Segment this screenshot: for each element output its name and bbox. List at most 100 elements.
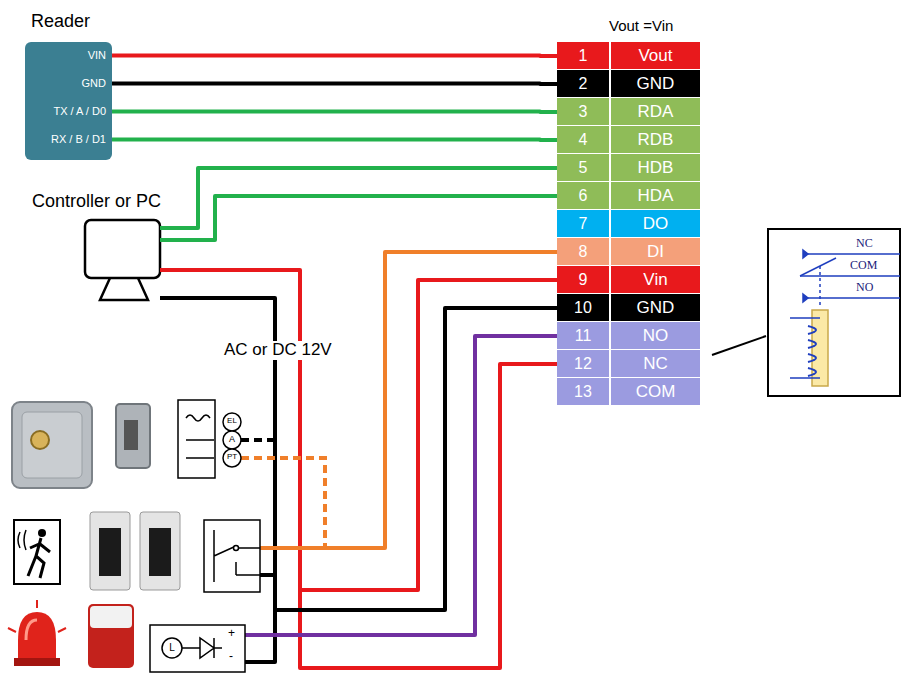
monitor-icon <box>100 278 148 300</box>
terminal-number: 6 <box>557 182 611 210</box>
electric-lock <box>31 431 49 449</box>
terminal-number: 7 <box>557 210 611 238</box>
pir-contact-box <box>234 546 239 551</box>
block-note: Vout =Vin <box>609 18 673 33</box>
pir-contact-box <box>204 520 260 592</box>
terminal-row: 12NC <box>557 350 700 378</box>
power-note: AC or DC 12V <box>222 341 334 360</box>
terminal-row: 9Vin <box>557 266 700 294</box>
terminal-row: 10GND <box>557 294 700 322</box>
pin-name: VIN <box>88 50 106 61</box>
lock-terminal-plate <box>186 440 214 458</box>
relay-callout <box>712 229 900 396</box>
pin-name: RX / B / D1 <box>51 134 106 145</box>
relay-symbol <box>800 258 836 276</box>
power-wires <box>160 252 557 668</box>
terminal-row: 7DO <box>557 210 700 238</box>
pin-name: GND <box>82 78 106 89</box>
lock-terminal-plate <box>178 400 215 478</box>
electric-lock <box>116 404 150 468</box>
siren-terminal-box <box>150 625 245 672</box>
strobe-siren <box>18 612 56 660</box>
signal-wire <box>112 138 557 143</box>
pir-sensors <box>149 528 171 576</box>
terminal-name: GND <box>611 294 700 322</box>
siren-terminal-box <box>162 638 182 658</box>
contact-name: NO <box>856 281 873 294</box>
terminal-name: Vin <box>611 266 700 294</box>
terminal-row: 11NO <box>557 322 700 350</box>
controller-wire-stubs <box>160 238 182 242</box>
relay-callout <box>712 336 766 355</box>
relay-symbol <box>808 326 816 376</box>
terminal-row: 1Vout <box>557 42 700 70</box>
pir-sensors <box>14 520 60 584</box>
terminal-name: HDA <box>611 182 700 210</box>
terminal-number: 10 <box>557 294 611 322</box>
terminal-name: NO <box>611 322 700 350</box>
lock-terminal-plate <box>186 415 210 421</box>
controller-pc: Controller or PC <box>30 188 180 303</box>
siren-terminal-box <box>150 625 245 672</box>
device-label: Controller or PC <box>32 192 161 210</box>
contact-name: NC <box>856 237 873 250</box>
terminal-number: 4 <box>557 126 611 154</box>
terminal-row: 3RDA <box>557 98 700 126</box>
strobe-siren <box>14 658 60 666</box>
terminal-name: DI <box>611 238 700 266</box>
strobe-siren <box>8 600 66 632</box>
power-wires <box>160 270 557 668</box>
power-wires <box>260 252 557 548</box>
strobe-siren <box>88 604 134 668</box>
terminal-name: DO <box>611 210 700 238</box>
terminal-number: 3 <box>557 98 611 126</box>
signal-wire <box>112 54 557 59</box>
relay-symbol <box>790 318 820 378</box>
polarity-mark: + <box>228 627 235 640</box>
module-title: Reader <box>31 12 90 30</box>
relay-symbol <box>803 250 808 302</box>
terminal-name: RDA <box>611 98 700 126</box>
siren-terminal-box <box>182 638 222 658</box>
strobe-siren <box>26 620 37 640</box>
terminal-number: 9 <box>557 266 611 294</box>
terminal-number: 5 <box>557 154 611 182</box>
electric-lock <box>12 402 92 488</box>
electric-lock <box>12 402 150 488</box>
strobe-siren <box>8 600 134 668</box>
terminal-number: 1 <box>557 42 611 70</box>
relay-symbol <box>790 250 900 386</box>
signal-wire <box>112 82 557 87</box>
terminal-row: 5HDB <box>557 154 700 182</box>
electric-lock <box>124 420 138 450</box>
reader-module: ReaderVINGNDTX / A / D0RX / B / D1 <box>25 42 112 160</box>
terminal-number: 2 <box>557 70 611 98</box>
relay-symbol <box>819 266 821 308</box>
controller-wire-stubs <box>160 226 182 230</box>
pir-sensors <box>140 512 180 590</box>
pir-sensors <box>28 538 50 578</box>
lock-terminal-plate <box>223 413 241 431</box>
power-wires <box>245 336 557 635</box>
terminal-row: 4RDB <box>557 126 700 154</box>
terminal-mark: PT <box>224 453 240 462</box>
pir-contact-box <box>214 530 260 582</box>
terminal-name: HDB <box>611 154 700 182</box>
lamp-mark: L <box>166 642 178 653</box>
terminal-number: 11 <box>557 322 611 350</box>
controller-wire-stubs <box>160 228 182 240</box>
terminal-name: RDB <box>611 126 700 154</box>
electric-lock <box>22 412 82 478</box>
terminal-name: COM <box>611 378 700 406</box>
pir-sensors <box>38 529 46 537</box>
terminal-block: Vout =Vin1Vout2GND3RDA4RDB5HDB6HDA7DO8DI… <box>557 42 700 406</box>
power-wires <box>260 573 275 577</box>
pir-contact-box <box>204 520 260 592</box>
polarity-mark: - <box>229 650 233 663</box>
terminal-number: 12 <box>557 350 611 378</box>
strobe-siren <box>90 606 132 628</box>
pir-sensors <box>18 530 26 550</box>
